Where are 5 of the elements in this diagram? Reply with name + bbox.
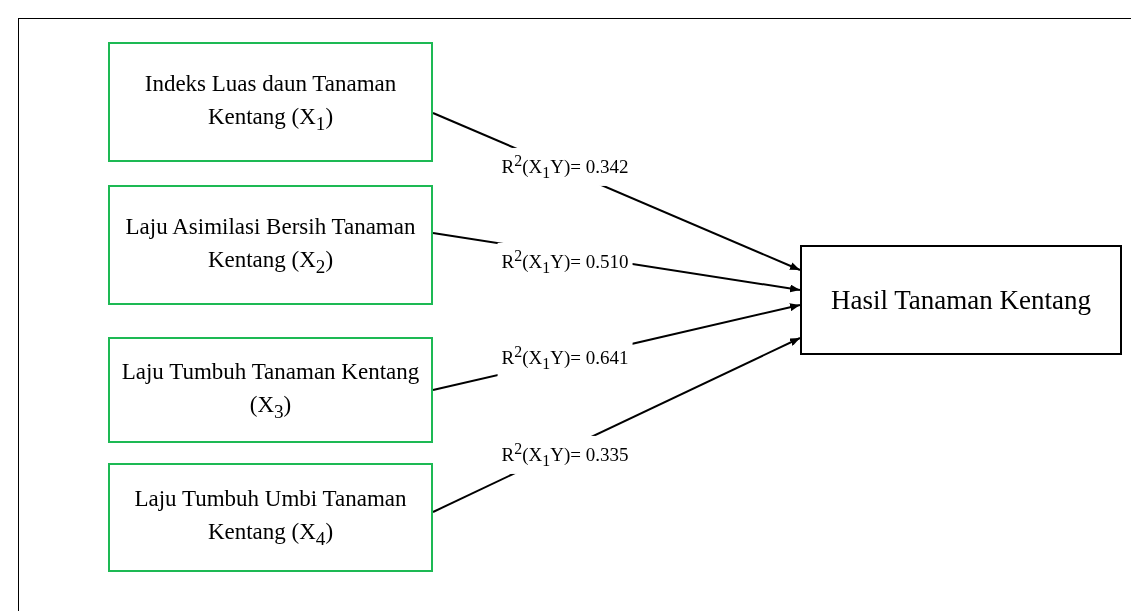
variable-box: Laju Asimilasi Bersih Tanaman Kentang (X$_{2}$) bbox=[108, 185, 433, 305]
variable-box: Indeks Luas daun Tanaman Kentang (X$_{1}$) bbox=[108, 42, 433, 162]
variable-box: Laju Tumbuh Tanaman Kentang (X$_{3}$) bbox=[108, 337, 433, 443]
outcome-box: Hasil Tanaman Kentang bbox=[800, 245, 1122, 355]
variable-box: Laju Tumbuh Umbi Tanaman Kentang (X$_{4}$) bbox=[108, 463, 433, 572]
